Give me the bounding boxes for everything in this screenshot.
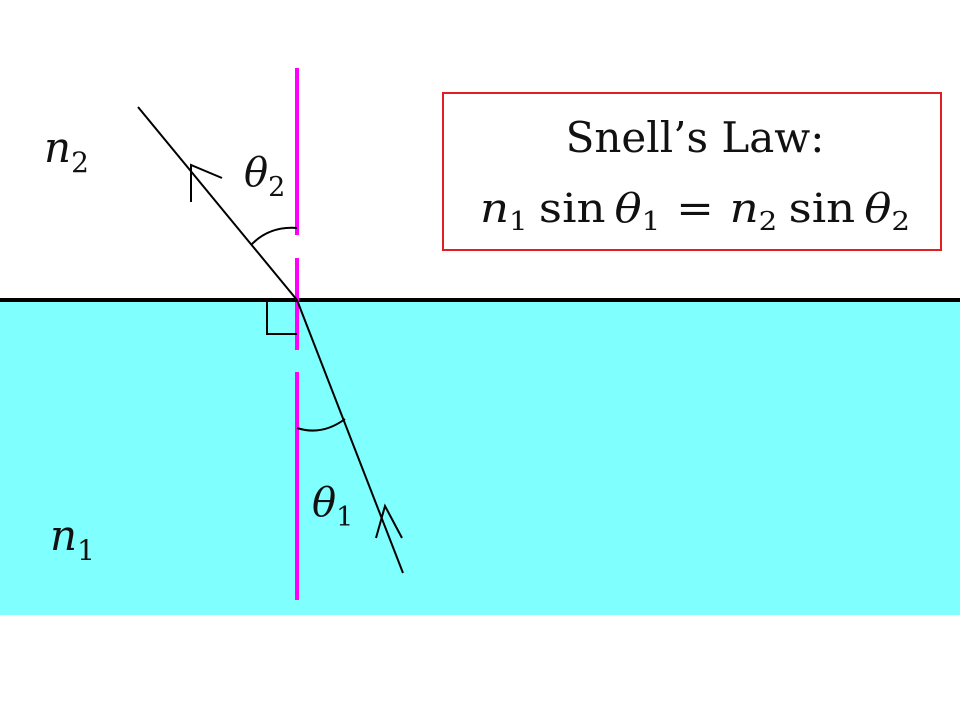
right-angle-marker-icon [266, 300, 297, 335]
angle-arc-upper [251, 226, 298, 245]
upper-angle-label: θ2 [244, 150, 285, 203]
lower-medium-region [0, 300, 960, 615]
angle-arc-lower [296, 418, 346, 432]
lower-medium-label: n1 [50, 511, 95, 567]
law-title: Snell’s Law: [566, 113, 825, 162]
arrow-head-icon [375, 503, 403, 539]
refracted-ray [137, 106, 298, 301]
law-box-border [442, 92, 942, 251]
upper-medium-label: n2 [44, 123, 89, 179]
incident-ray [296, 299, 404, 574]
lower-angle-label: θ1 [312, 480, 353, 533]
arrow-head-icon [190, 163, 223, 202]
